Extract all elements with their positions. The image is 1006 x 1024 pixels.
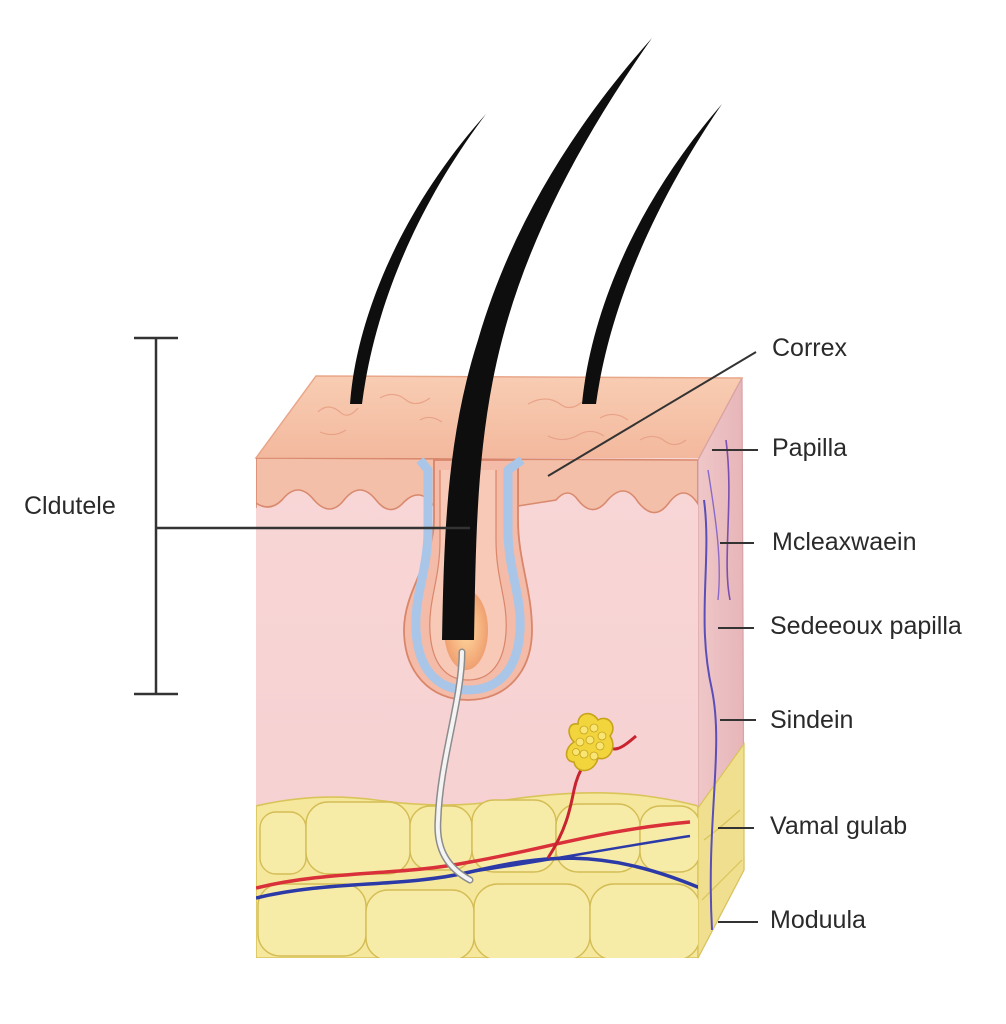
label-right-7: Moduula — [770, 906, 866, 934]
leader-lines — [547, 351, 758, 923]
skin-surface-texture — [317, 393, 687, 446]
label-right-1: Correx — [772, 334, 848, 362]
label-right-4: Sedeeoux papilla — [770, 612, 962, 640]
label-right-3: Mcleaxwaein — [772, 528, 917, 556]
artery-vessel — [256, 820, 691, 890]
sebaceous-gland-icon — [565, 712, 614, 772]
label-left: Cldutele — [24, 492, 116, 520]
label-right-6: Vamal gulab — [770, 812, 908, 840]
label-right-2: Papilla — [772, 434, 848, 462]
epidermis-top-surface — [254, 375, 744, 461]
label-right-5: Sindein — [770, 706, 854, 734]
side-vein — [703, 499, 718, 931]
depth-bracket — [134, 336, 470, 696]
hair-strand-icon — [350, 38, 722, 640]
side-artery — [725, 439, 731, 601]
